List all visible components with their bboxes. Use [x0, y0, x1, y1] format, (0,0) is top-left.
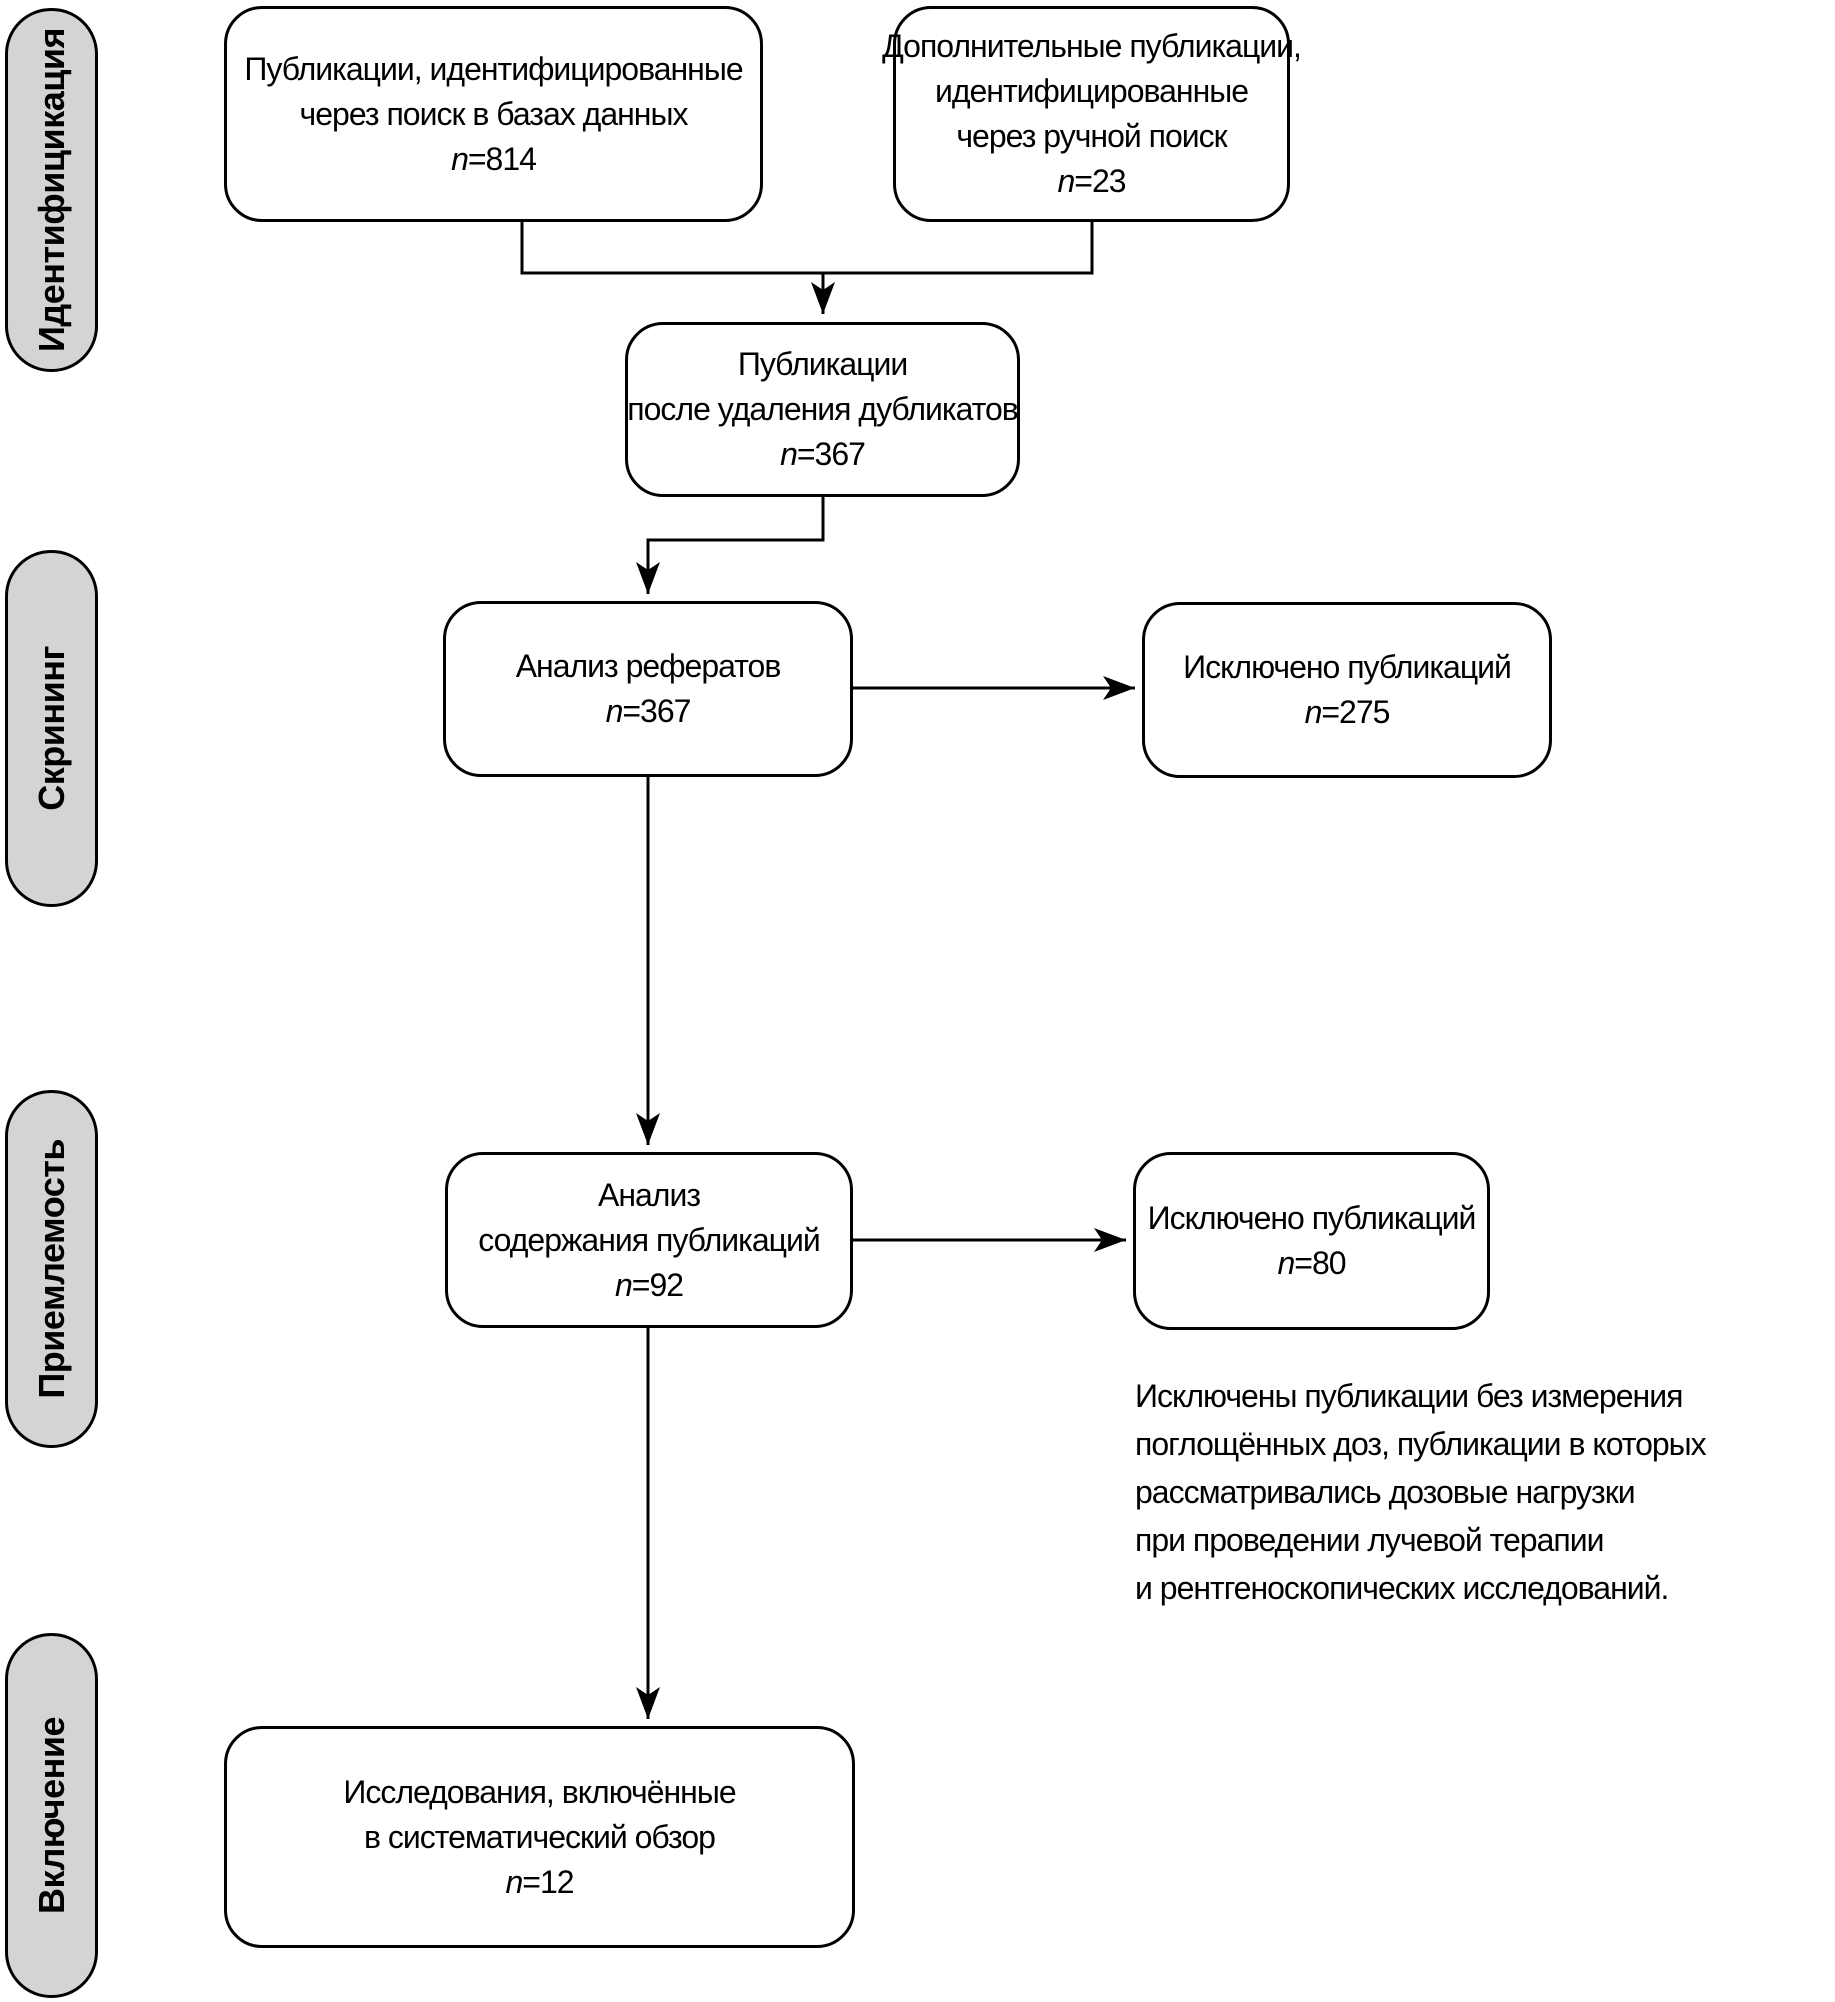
- box-line: в систематический обзор: [364, 1818, 716, 1855]
- box-line: через ручной поиск: [956, 118, 1227, 154]
- note-line: Исключены публикации без измерения: [1135, 1378, 1683, 1414]
- box-count: n=367: [605, 693, 692, 729]
- stage-rail-inclusion: Включение: [5, 1633, 98, 1998]
- stage-rail-screening: Скрининг: [5, 550, 98, 907]
- box-line: Дополнительные публикации,: [882, 28, 1302, 64]
- stage-rail-eligibility: Приемлемость: [5, 1090, 98, 1448]
- box-line: Исследования, включённые: [343, 1773, 736, 1810]
- box-line: Исключено публикаций: [1183, 649, 1512, 685]
- box-count: n=12: [505, 1863, 574, 1900]
- flow-box-excluded-content: Исключено публикаций n=80: [1133, 1152, 1490, 1330]
- box-line: Публикации, идентифицированные: [244, 50, 743, 87]
- stage-label-eligibility: Приемлемость: [30, 1139, 72, 1399]
- box-count: n=23: [1057, 163, 1126, 199]
- stage-label-inclusion: Включение: [30, 1716, 72, 1914]
- box-line: Анализ рефератов: [515, 648, 782, 684]
- flow-box-excluded-abstracts: Исключено публикаций n=275: [1142, 602, 1552, 778]
- flow-box-database-search: Публикации, идентифицированные через пои…: [224, 6, 763, 222]
- note-line: при проведении лучевой терапии: [1135, 1522, 1604, 1558]
- stage-label-identification: Идентифицикация: [30, 28, 72, 352]
- box-line: после удаления дубликатов: [627, 391, 1018, 427]
- box-line: Публикации: [737, 346, 908, 382]
- box-line: Исключено публикаций: [1147, 1200, 1477, 1236]
- box-line: содержания публикаций: [478, 1221, 820, 1258]
- flow-box-manual-search: Дополнительные публикации, идентифициров…: [882, 6, 1302, 222]
- box-count: n=275: [1304, 694, 1391, 730]
- stage-label-screening: Скрининг: [30, 646, 72, 811]
- flow-box-deduplicated: Публикации после удаления дубликатов n=3…: [625, 322, 1020, 497]
- box-count: n=92: [614, 1266, 684, 1303]
- box-count: n=367: [780, 436, 866, 472]
- flow-box-content-analysis: Анализ содержания публикаций n=92: [445, 1152, 853, 1328]
- box-line: Анализ: [597, 1176, 701, 1213]
- stage-rail-identification: Идентифицикация: [5, 8, 98, 372]
- flow-box-abstract-analysis: Анализ рефератов n=367: [443, 601, 853, 777]
- note-line: поглощённых доз, публикации в которых: [1135, 1426, 1707, 1462]
- note-line: и рентгеноскопических исследований.: [1135, 1570, 1669, 1606]
- arrow-dedup-to-abstract: [636, 495, 825, 594]
- box-line: через поиск в базах данных: [299, 95, 689, 132]
- exclusion-note: Исключены публикации без измерения погло…: [1135, 1372, 1835, 1612]
- connector-merge: [520, 221, 1094, 275]
- flow-box-included-studies: Исследования, включённые в систематическ…: [224, 1726, 855, 1948]
- note-line: рассматривались дозовые нагрузки: [1135, 1474, 1636, 1510]
- box-count: n=814: [451, 140, 537, 177]
- box-count: n=80: [1277, 1245, 1346, 1281]
- box-line: идентифицированные: [934, 73, 1249, 109]
